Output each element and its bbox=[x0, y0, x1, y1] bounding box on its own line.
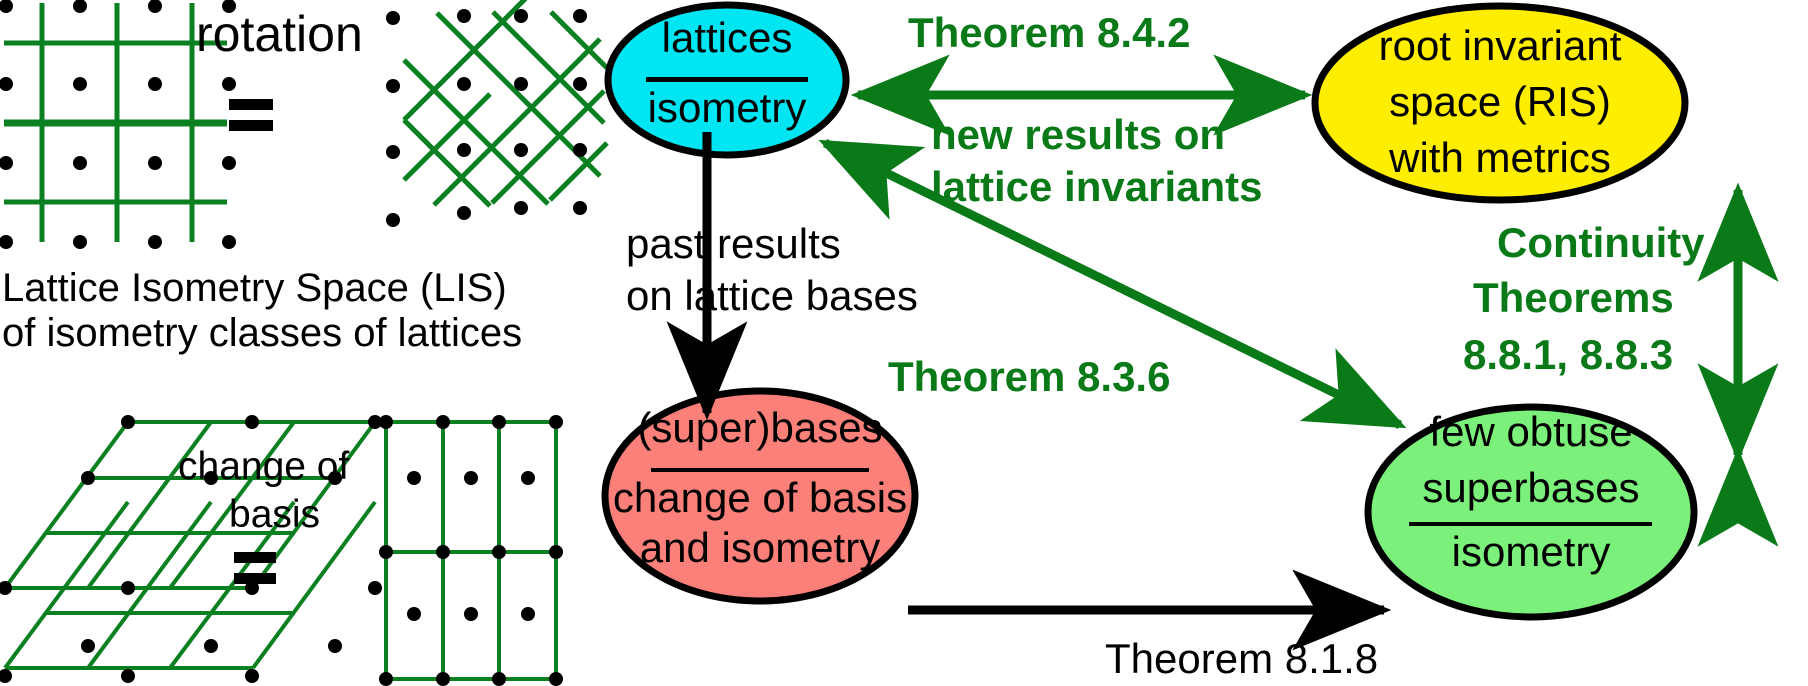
lis-caption-line-1: Lattice Isometry Space (LIS) bbox=[2, 266, 507, 310]
equals-sign-rotation bbox=[229, 99, 273, 131]
node-obtuse-numerator: superbases bbox=[1422, 464, 1640, 511]
change-of-basis-line-1: change of bbox=[178, 445, 350, 488]
fraction-bar-lattices bbox=[646, 77, 808, 82]
node-superbases-denominator-line-1: change of basis bbox=[612, 474, 908, 521]
node-superbases-denominator-line-2: and isometry bbox=[639, 524, 881, 571]
label-theorem-836: Theorem 8.3.6 bbox=[888, 353, 1171, 400]
rotated-lattice-points bbox=[386, 9, 587, 227]
label-theorem-842: Theorem 8.4.2 bbox=[908, 9, 1191, 56]
equals-sign-change-of-basis bbox=[234, 552, 276, 584]
rectangular-lattice-figure bbox=[384, 420, 558, 681]
fraction-bar-obtuse bbox=[1409, 522, 1652, 526]
label-continuity-line-1: Continuity bbox=[1497, 219, 1705, 266]
label-new-results-line-1: new results on bbox=[931, 111, 1226, 158]
label-continuity-line-2: Theorems bbox=[1473, 274, 1674, 321]
fraction-bar-superbases bbox=[651, 468, 869, 472]
node-ris-line-1: root invariant bbox=[1378, 22, 1622, 69]
rectangular-lattice-points bbox=[379, 415, 563, 686]
label-new-results-line-2: lattice invariants bbox=[931, 163, 1263, 210]
node-lattices-numerator: lattices bbox=[661, 14, 793, 61]
node-obtuse-line-1: few obtuse bbox=[1429, 408, 1633, 455]
label-theorem-818: Theorem 8.1.8 bbox=[1105, 635, 1379, 682]
node-lattices-denominator: isometry bbox=[647, 84, 807, 131]
label-past-results-line-2: on lattice bases bbox=[626, 272, 918, 319]
square-lattice-figure bbox=[4, 3, 227, 242]
rotation-label: rotation bbox=[196, 6, 363, 62]
node-ris-line-3: with metrics bbox=[1389, 134, 1611, 181]
node-obtuse-denominator: isometry bbox=[1451, 528, 1611, 575]
lis-caption-line-2: of isometry classes of lattices bbox=[2, 311, 523, 355]
change-of-basis-line-2: basis bbox=[229, 493, 321, 536]
node-ris-line-2: space (RIS) bbox=[1389, 78, 1611, 125]
label-past-results-line-1: past results bbox=[626, 220, 841, 267]
rotated-lattice-figure bbox=[402, 0, 609, 208]
node-superbases-numerator: (super)bases bbox=[637, 404, 883, 451]
label-continuity-line-3: 8.8.1, 8.8.3 bbox=[1463, 331, 1674, 378]
